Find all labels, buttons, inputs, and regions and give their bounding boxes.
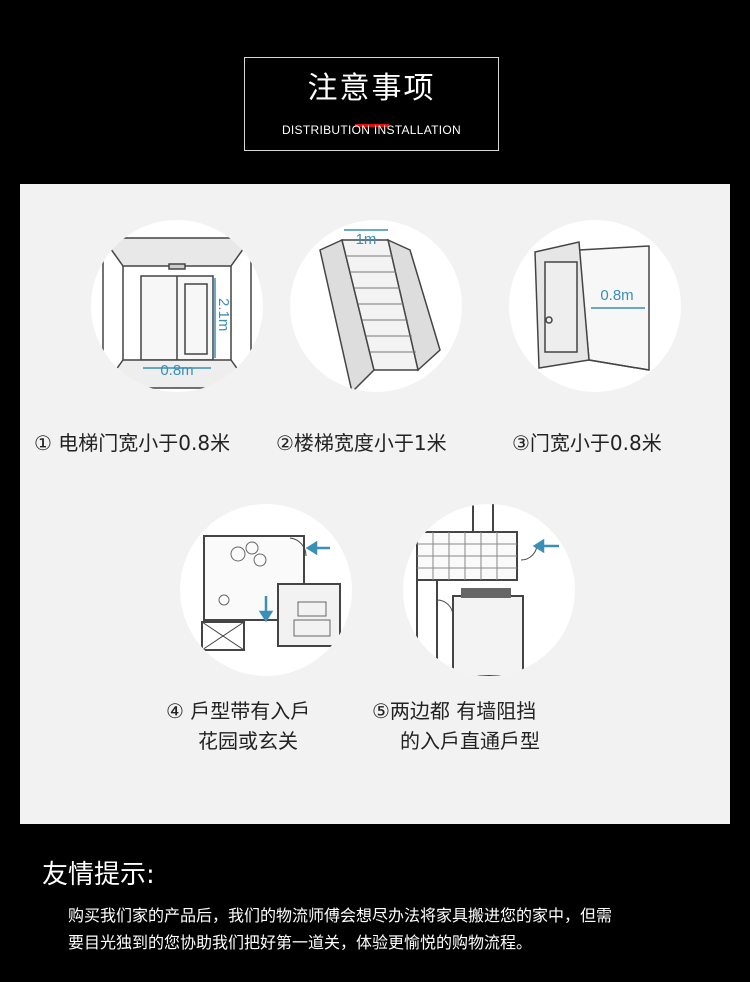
page-subtitle: DISTRIBUTION INSTALLATION: [281, 123, 462, 137]
elevator-height-label: 2.1m: [215, 298, 232, 331]
tips-line-1: 购买我们家的产品后，我们的物流师傅会想尽办法将家具搬进您的家中，但需: [68, 906, 613, 925]
title-accent-rule: [355, 124, 389, 127]
door-width-label: 0.8m: [600, 287, 633, 304]
tips-body: 购买我们家的产品后，我们的物流师傅会想尽办法将家具搬进您的家中，但需 要目光独到…: [68, 902, 728, 956]
door-illustration: 0.8m: [509, 220, 681, 392]
elevator-illustration: 0.8m 2.1m: [91, 220, 263, 392]
garden-foyer-illustration: [180, 504, 352, 676]
walled-entry-icon: [416, 504, 559, 676]
door-icon: 0.8m: [534, 241, 650, 371]
walled-entry-caption-line1: ⑤两边都 有墙阻挡: [372, 699, 537, 723]
header-box: 注意事项 DISTRIBUTION INSTALLATION: [244, 57, 499, 151]
notice-panel: 0.8m 2.1m ① 电梯门宽小于0.8米 1m ②楼梯宽度: [20, 184, 730, 824]
elevator-icon: 0.8m 2.1m: [101, 237, 253, 389]
tips-line-2: 要目光独到的您协助我们把好第一道关，体验更愉悦的购物流程。: [68, 933, 533, 952]
floor-plan-icon: [201, 535, 341, 651]
door-caption: ③门宽小于0.8米: [512, 431, 662, 455]
stairs-caption: ②楼梯宽度小于1米: [276, 431, 447, 455]
stairs-width-label: 1m: [356, 231, 377, 248]
elevator-caption: ① 电梯门宽小于0.8米: [34, 431, 231, 455]
garden-foyer-caption-line2: 花园或玄关: [198, 729, 298, 753]
elevator-width-label: 0.8m: [160, 362, 193, 379]
walled-entry-caption-line2: 的入戶直通戶型: [400, 729, 540, 753]
stairs-illustration: 1m: [290, 220, 462, 392]
page-title: 注意事项: [307, 71, 436, 106]
walled-entry-illustration: [403, 504, 575, 676]
garden-foyer-caption-line1: ④ 戶型带有入戶: [166, 699, 311, 723]
stairs-icon: 1m: [319, 229, 441, 392]
tips-title: 友情提示:: [42, 860, 155, 890]
